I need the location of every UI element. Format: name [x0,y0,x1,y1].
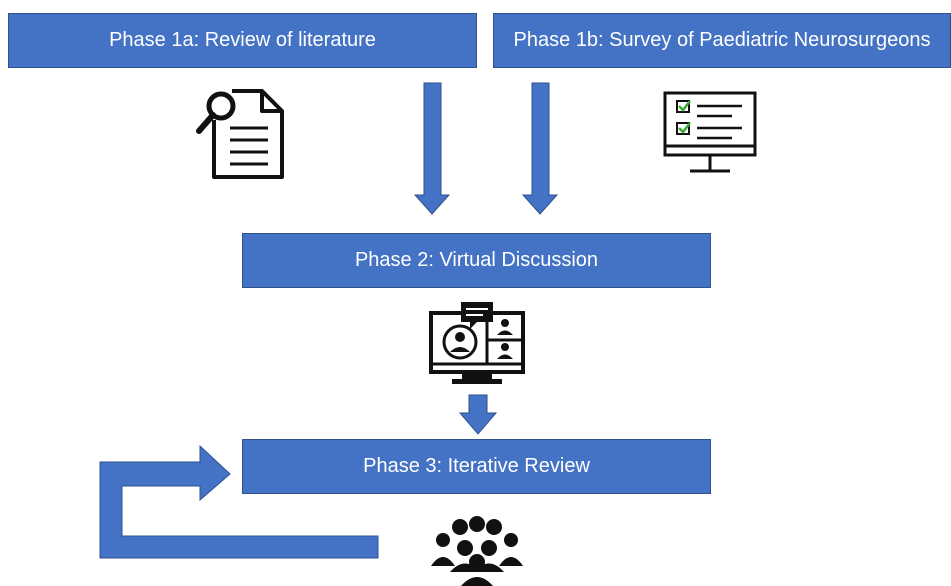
group-people-icon [431,516,523,586]
arrow-2-to-3 [458,394,498,435]
arrow-1b-to-2 [521,82,559,215]
iterative-loop-arrow [99,444,379,559]
survey-monitor-icon [663,91,757,173]
phase-3-box: Phase 3: Iterative Review [242,439,711,494]
arrow-1a-to-2 [413,82,451,215]
phase-1a-label: Phase 1a: Review of literature [109,29,376,51]
phase-3-label: Phase 3: Iterative Review [363,455,590,477]
literature-search-icon [196,89,284,179]
phase-2-box: Phase 2: Virtual Discussion [242,233,711,288]
phase-2-label: Phase 2: Virtual Discussion [354,249,599,271]
phase-1a-box: Phase 1a: Review of literature [8,13,477,68]
phase-1b-label: Phase 1b: Survey of Paediatric Neurosurg… [513,29,931,51]
phase-1b-box: Phase 1b: Survey of Paediatric Neurosurg… [493,13,951,68]
video-conference-icon [429,302,525,384]
